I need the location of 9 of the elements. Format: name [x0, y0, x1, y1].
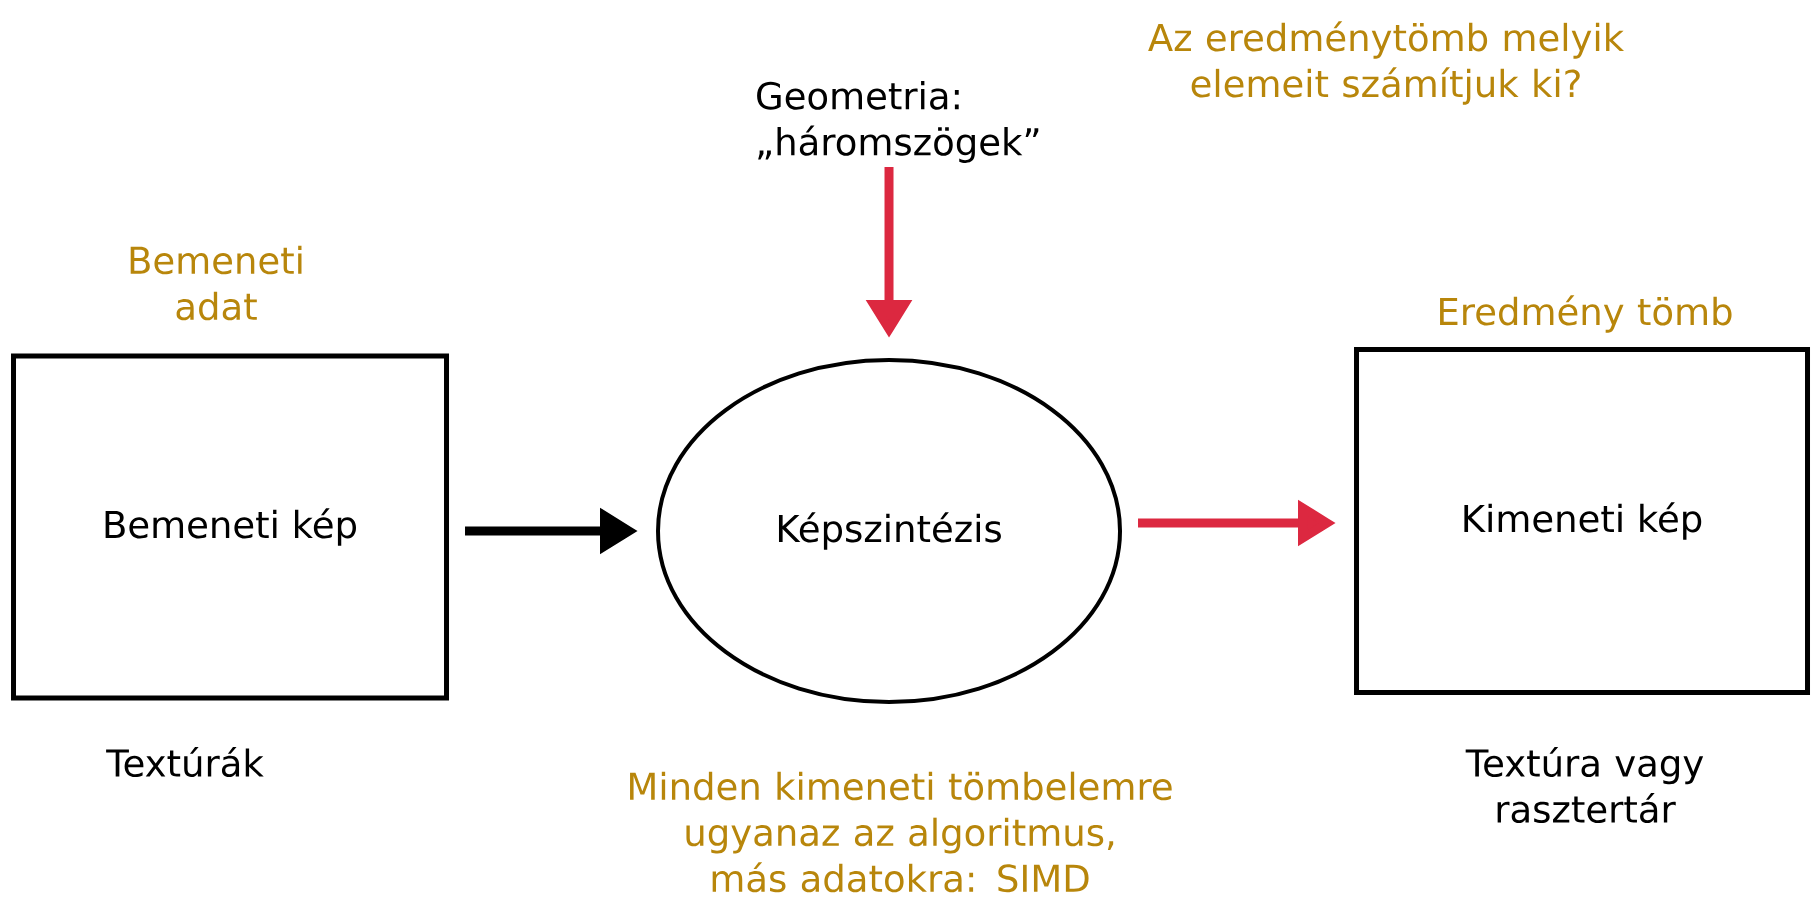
process-box: Kimeneti kép: [1354, 347, 1810, 695]
node-label: Textúrák: [106, 746, 264, 778]
note: Az eredménytömb melyik elemeit számítjuk ki?: [1148, 21, 1625, 105]
process-box: Bemeneti kép: [11, 353, 449, 701]
node-label: Eredmény tömb: [1440, 295, 1732, 333]
node-label: Textúra vagy rasztertár: [1465, 746, 1704, 824]
node-label: Bemeneti adat: [130, 245, 302, 321]
input-text: Geometria: „háromszögek”: [757, 81, 1039, 163]
note: Minden kimeneti tömbelemre ugyanaz az algoritmus, más adatokra: SIMD: [630, 771, 1172, 893]
